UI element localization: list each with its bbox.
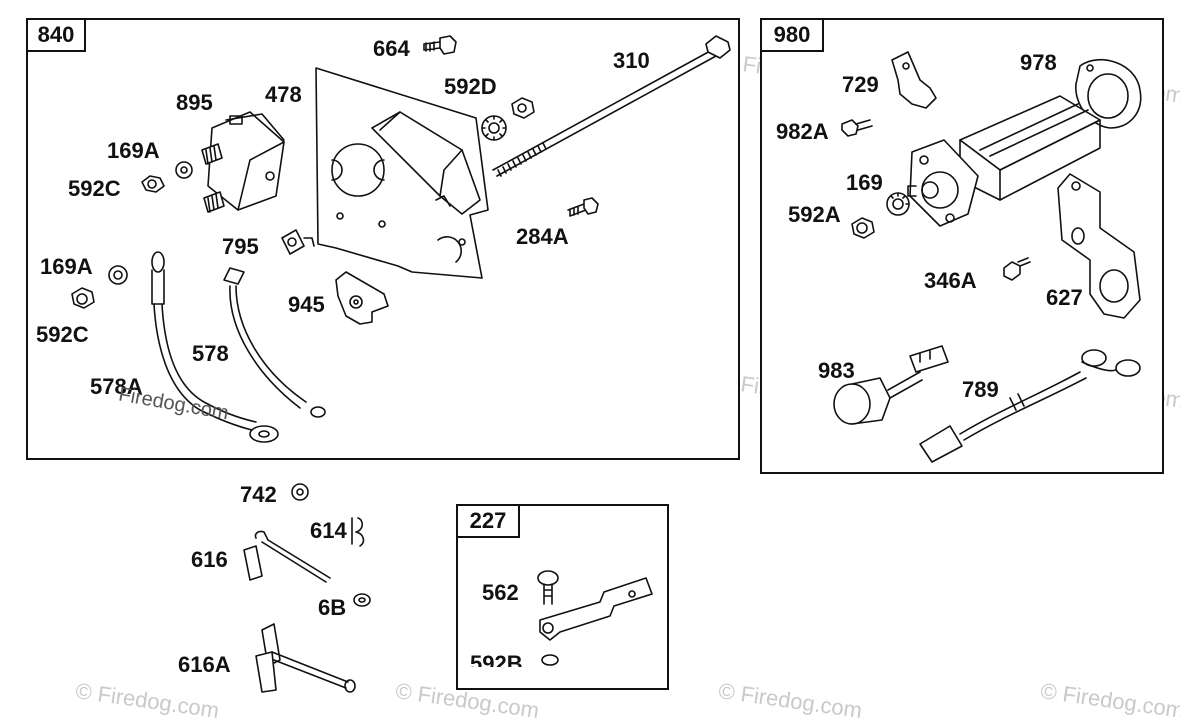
part-label-592C-top: 592C — [68, 176, 121, 201]
bolt-310-drawing — [493, 36, 730, 176]
part-label-895: 895 — [176, 90, 213, 115]
part-label-6B: 6B — [318, 595, 347, 620]
harness-789-drawing — [920, 350, 1140, 462]
part-label-795: 795 — [222, 234, 259, 259]
part-label-616A: 616A — [178, 652, 231, 677]
part-label-592A: 592A — [788, 202, 841, 227]
part-label-627: 627 — [1046, 285, 1083, 310]
link-616A-drawing — [256, 624, 355, 692]
washer-nut-top-drawing — [142, 162, 192, 192]
part-label-592C-left: 592C — [36, 322, 89, 347]
part-label-978: 978 — [1020, 50, 1057, 75]
part-label-562: 562 — [482, 580, 519, 605]
part-label-169A-left: 169A — [40, 254, 93, 279]
part-label-983: 983 — [818, 358, 855, 383]
mounting-plate-478-drawing — [316, 68, 488, 278]
washer-6B-drawing — [354, 594, 370, 606]
group-980-tag: 980 — [760, 18, 824, 52]
nut-592B-drawing — [542, 655, 558, 665]
gasket-978-drawing — [1076, 60, 1141, 128]
group-227-tag: 227 — [456, 504, 520, 538]
lever-227-drawing — [540, 578, 652, 640]
part-label-310: 310 — [613, 48, 650, 73]
group-840-tag: 840 — [26, 18, 86, 52]
switch-983-drawing — [834, 346, 948, 424]
starter-motor-drawing — [908, 96, 1100, 226]
washer-nut-left-drawing — [72, 266, 127, 308]
clip-742-drawing — [292, 484, 308, 500]
part-label-616: 616 — [191, 547, 228, 572]
wire-578-drawing — [224, 268, 325, 417]
part-label-664: 664 — [373, 36, 410, 61]
screw-562-drawing — [538, 571, 558, 604]
washer-nut-169-592A-drawing — [852, 193, 909, 238]
bracket-945-drawing — [336, 272, 388, 324]
part-label-592D: 592D — [444, 74, 497, 99]
pin-614-drawing — [352, 518, 363, 546]
part-label-284A: 284A — [516, 224, 569, 249]
part-label-982A: 982A — [776, 119, 829, 144]
screw-664-drawing — [424, 36, 456, 54]
part-label-742: 742 — [240, 482, 277, 507]
part-label-169: 169 — [846, 170, 883, 195]
screw-982A-drawing — [842, 120, 872, 136]
screw-284A-drawing — [568, 198, 598, 216]
part-label-346A: 346A — [924, 268, 977, 293]
part-label-578A: 578A — [90, 374, 143, 399]
clip-795-drawing — [282, 230, 314, 254]
part-label-729: 729 — [842, 72, 879, 97]
clamp-729-drawing — [892, 52, 936, 108]
part-label-169A-top: 169A — [107, 138, 160, 163]
bracket-627-drawing — [1058, 174, 1140, 318]
part-label-945: 945 — [288, 292, 325, 317]
part-label-614: 614 — [310, 518, 347, 543]
part-label-592B: 592B — [470, 653, 523, 667]
part-label-478: 478 — [265, 82, 302, 107]
solenoid-895-drawing — [202, 112, 284, 212]
link-616-drawing — [244, 531, 330, 582]
nut-592D-drawing — [482, 98, 534, 140]
cable-578A-drawing — [152, 252, 278, 442]
part-label-789: 789 — [962, 377, 999, 402]
part-label-578: 578 — [192, 341, 229, 366]
screw-346A-drawing — [1004, 258, 1030, 280]
